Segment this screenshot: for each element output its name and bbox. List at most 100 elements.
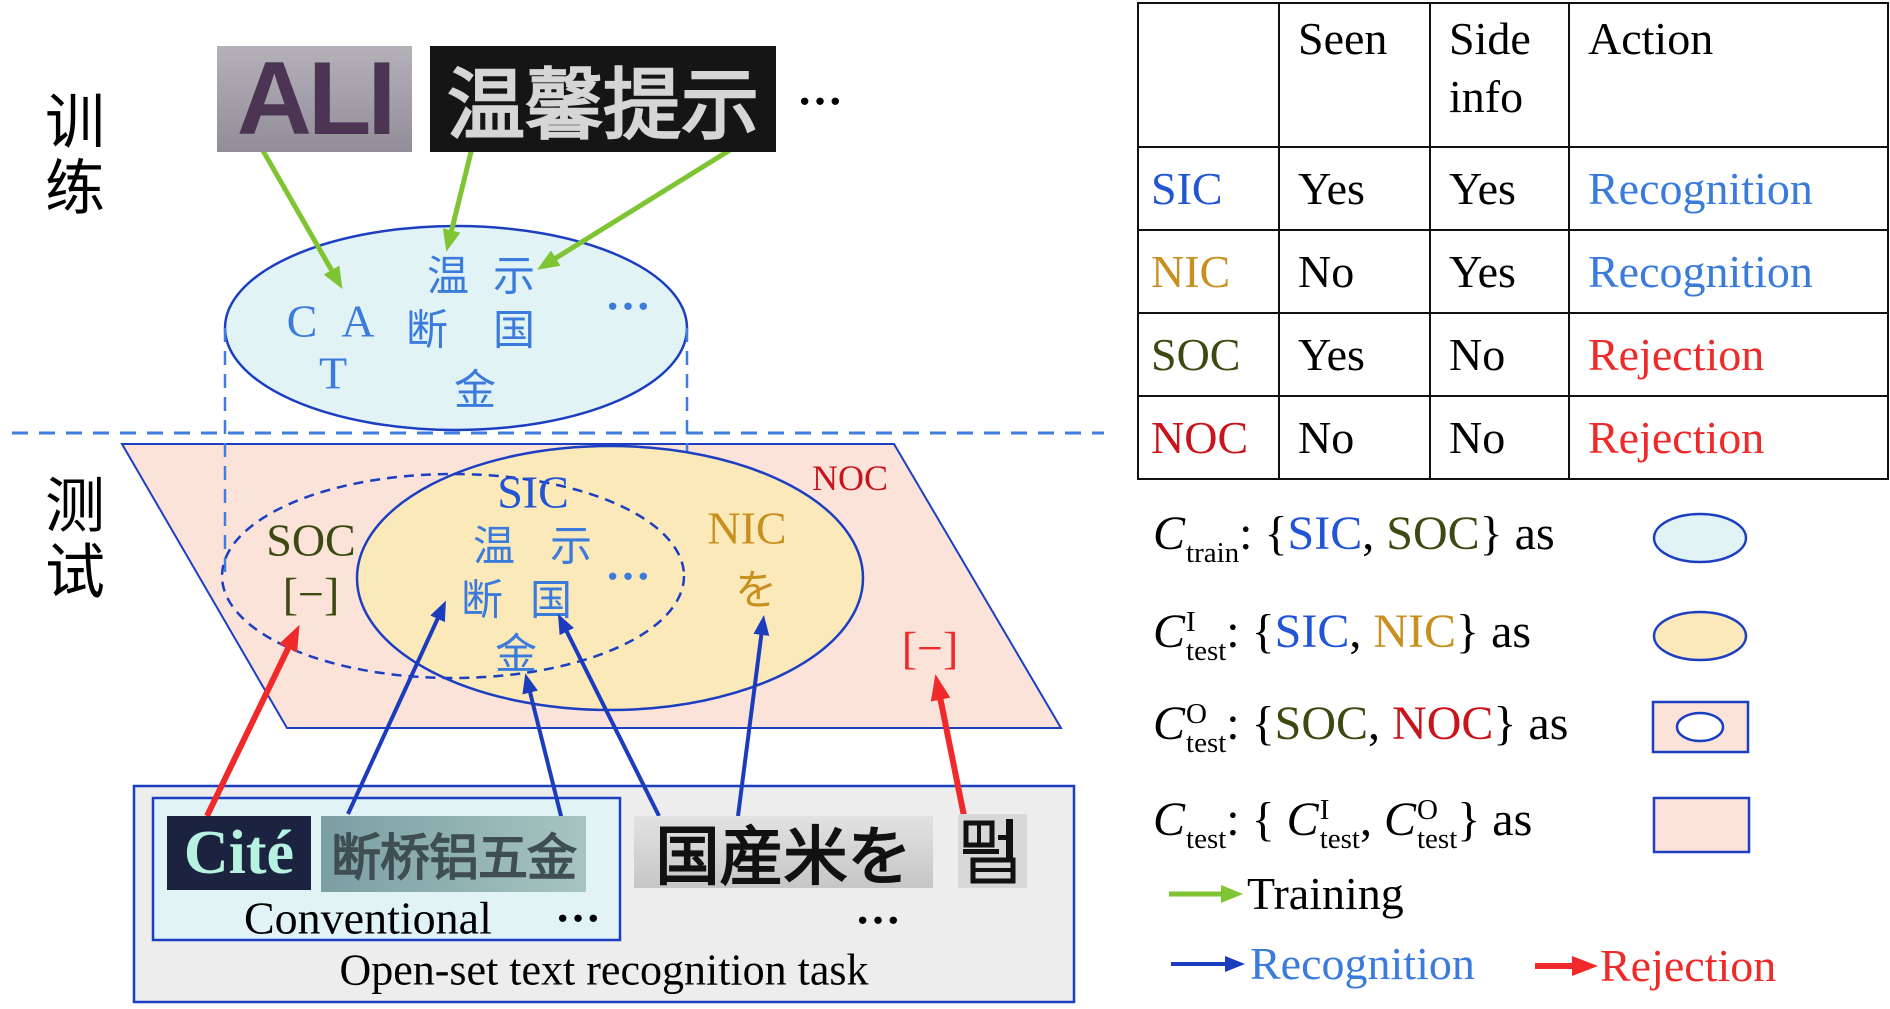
- train-projection-ellipse: [220, 472, 686, 680]
- train-char-shi: 示: [493, 252, 535, 301]
- c-test-out-symbol: C: [1383, 793, 1416, 846]
- sic-more: ···: [605, 551, 651, 602]
- row-category-nic: NIC: [1137, 229, 1280, 314]
- soc-unknown-symbol: [−]: [283, 569, 340, 620]
- category-table: Seen Side info Action SIC Yes Yes Recogn…: [1137, 2, 1889, 480]
- row-seen: No: [1278, 229, 1431, 314]
- unknown-character-glyph: [963, 819, 1016, 884]
- legend-noc: NOC: [1392, 697, 1494, 750]
- train-char-duan: 断: [406, 306, 448, 355]
- train-side-label: 训练: [45, 88, 105, 224]
- c-test-out-subscript: test: [1186, 727, 1227, 759]
- train-char-jin: 金: [454, 366, 496, 415]
- test-sample-kokusan-image: 国産米を: [634, 816, 933, 888]
- legend-open: : {: [1226, 793, 1287, 846]
- row-category-noc: NOC: [1137, 395, 1280, 480]
- c-train-symbol: C: [1153, 507, 1186, 560]
- test-sample-cite-image: Cité: [167, 816, 311, 890]
- row-action: Recognition: [1568, 229, 1889, 314]
- train-char-wen: 温: [427, 252, 469, 301]
- c-train-subscript: train: [1186, 537, 1240, 569]
- legend-close: } as: [1457, 793, 1533, 846]
- legend-comma: ,: [1349, 605, 1374, 658]
- c-test-in-superscript: I: [1186, 606, 1196, 638]
- rejection-arrow-unknown: [930, 674, 967, 817]
- train-char-t: T: [319, 348, 347, 399]
- training-arrow-wenxin-right: [537, 147, 732, 270]
- nic-label: NIC: [707, 503, 786, 554]
- legend-soc: SOC: [1274, 697, 1369, 750]
- train-char-guo: 国: [493, 306, 535, 355]
- row-side-info: Yes: [1429, 146, 1570, 231]
- c-test-in-symbol: C: [1286, 793, 1319, 846]
- test-sample-cite-text: Cité: [183, 818, 295, 887]
- sic-char-duan: 断: [461, 576, 503, 625]
- sic-label: SIC: [497, 467, 569, 518]
- training-sample-wenxin-image: 温馨提示: [430, 46, 776, 152]
- sic-char-guo: 国: [530, 576, 572, 625]
- recognition-arrow-duan: [346, 600, 446, 815]
- row-seen: No: [1278, 395, 1431, 480]
- row-side-info: No: [1429, 312, 1570, 397]
- recognition-arrow-jin: [522, 673, 566, 829]
- header-action: Action: [1568, 2, 1889, 148]
- legend-train-ellipse: [1652, 512, 1748, 564]
- legend-training-label: Training: [1247, 868, 1404, 919]
- training-sample-ali-image: ALI: [217, 46, 412, 152]
- training-sample-ali-text: ALI: [236, 46, 397, 152]
- c-test-symbol: C: [1153, 793, 1186, 846]
- training-arrow-ali: [259, 147, 343, 290]
- legend-close: } as: [1456, 605, 1532, 658]
- sic-char-wen: 温: [473, 522, 515, 571]
- c-test-out-superscript: O: [1416, 794, 1438, 826]
- legend-recognition-label: Recognition: [1250, 938, 1475, 989]
- task-title: Open-set text recognition task: [339, 946, 868, 995]
- c-test-out-superscript: O: [1186, 698, 1207, 730]
- legend-open: : {: [1239, 507, 1288, 560]
- sic-char-shi: 示: [550, 522, 592, 571]
- legend-comma: ,: [1362, 507, 1387, 560]
- row-category-sic: SIC: [1137, 146, 1280, 231]
- recognition-arrow-wo: [736, 615, 770, 817]
- legend-close: } as: [1493, 697, 1569, 750]
- noc-unknown-symbol: [−]: [902, 623, 959, 674]
- recognition-arrow-guo: [557, 613, 661, 817]
- training-samples-more: ···: [797, 76, 843, 127]
- legend-known-test-ellipse: [1652, 610, 1748, 662]
- legend-test-rect: [1652, 796, 1751, 854]
- table-row: NOC No No Rejection: [1137, 395, 1889, 480]
- conventional-label: Conventional: [244, 893, 492, 944]
- row-action: Rejection: [1568, 395, 1889, 480]
- training-sample-wenxin-text: 温馨提示: [446, 61, 759, 151]
- table-header-row: Seen Side info Action: [1137, 2, 1889, 148]
- row-seen: Yes: [1278, 146, 1431, 231]
- train-ellipse-more: ···: [605, 281, 651, 332]
- legend-nic: NIC: [1373, 605, 1457, 658]
- c-test-subscript: test: [1186, 823, 1227, 855]
- legend-open: : {: [1226, 605, 1275, 658]
- row-seen: Yes: [1278, 312, 1431, 397]
- table-row: SOC Yes No Rejection: [1137, 312, 1889, 397]
- test-sample-kokusan-text: 国産米を: [655, 821, 912, 888]
- known-test-ellipse: [355, 444, 865, 712]
- row-action: Rejection: [1568, 312, 1889, 397]
- test-side-label: 测试: [45, 472, 105, 608]
- sic-char-jin: 金: [495, 630, 537, 679]
- rejection-arrow-cite: [204, 624, 300, 818]
- train-char-c: C: [287, 296, 318, 347]
- legend-open-test-hole: [1675, 711, 1725, 743]
- header-category: [1137, 2, 1280, 148]
- training-arrow-wenxin-left: [442, 147, 475, 252]
- legend-close: } as: [1479, 507, 1555, 560]
- conventional-more: ···: [555, 893, 601, 944]
- c-test-out-subscript: test: [1416, 823, 1458, 855]
- soc-label: SOC: [266, 515, 355, 566]
- noc-label: NOC: [812, 458, 888, 498]
- table-row: NIC No Yes Recognition: [1137, 229, 1889, 314]
- c-test-out-symbol: C: [1153, 697, 1186, 750]
- header-side-info: Side info: [1429, 2, 1570, 148]
